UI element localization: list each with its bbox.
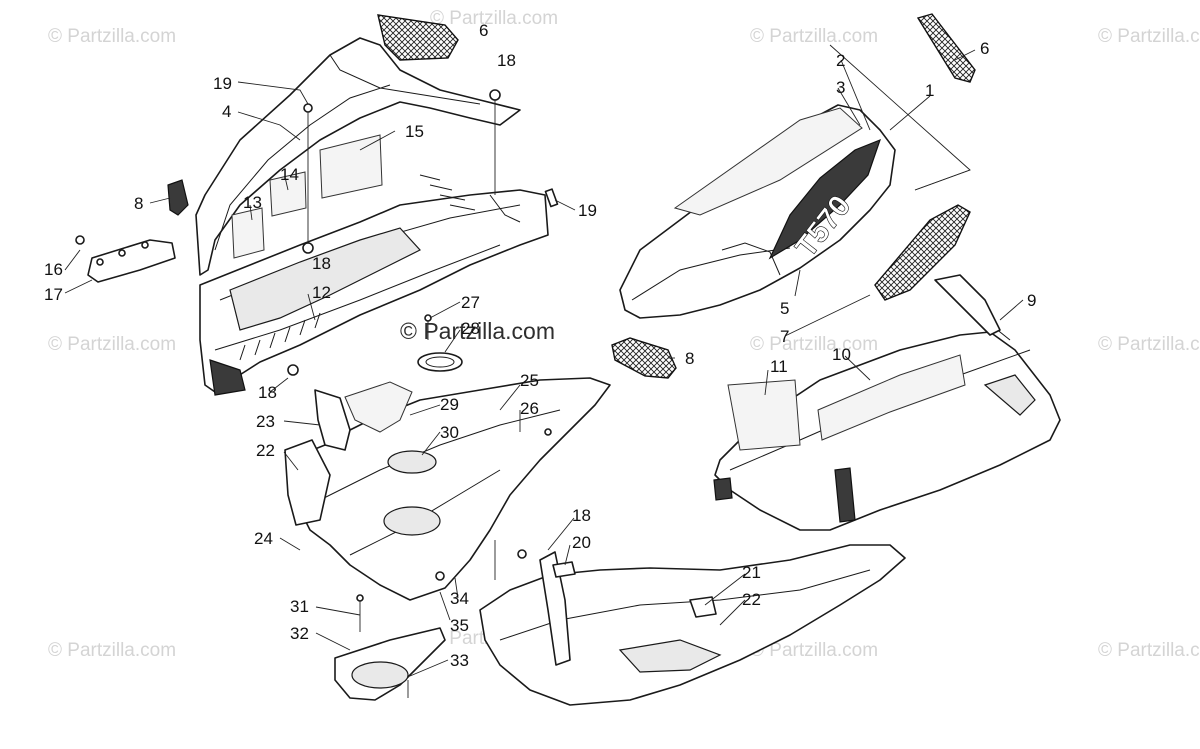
callout-34: 34 [450,589,469,608]
callout-13: 13 [243,193,262,212]
watermark: © Partzilla.com [750,640,879,661]
watermark: © Partzilla.com [430,8,559,29]
lower-cover-assembly [334,594,446,701]
hood-assembly: T570 [611,13,976,379]
front-bumper-assembly [479,544,906,706]
callout-18: 18 [258,383,277,402]
center-watermark: © Partzilla.com [400,318,555,344]
callout-19: 19 [578,201,597,220]
callout-28: 28 [461,319,480,338]
callout-25: 25 [520,371,539,390]
watermark: © Partzilla.com [750,26,879,47]
callout-19: 19 [213,74,232,93]
side-panel-assembly [713,274,1061,531]
callout-29: 29 [440,395,459,414]
callout-27: 27 [461,293,480,312]
callout-23: 23 [256,412,275,431]
callout-9: 9 [1027,291,1037,310]
callout-1: 1 [925,81,935,100]
callout-6: 6 [479,21,489,40]
nose-pan-assembly [75,14,559,396]
callout-2: 2 [836,51,846,70]
callout-17: 17 [44,285,63,304]
watermark: © Partzilla.com [48,26,177,47]
callout-16: 16 [44,260,63,279]
watermark: © Partzilla.com [1098,26,1200,47]
callout-24: 24 [254,529,273,548]
callout-22: 22 [256,441,275,460]
watermark: © Partzilla.com [48,334,177,355]
callout-3: 3 [836,78,846,97]
callout-10: 10 [832,345,851,364]
callout-35: 35 [450,616,469,635]
callout-22: 22 [742,590,761,609]
callout-5: 5 [780,299,790,318]
callout-21: 21 [742,563,761,582]
callout-7: 7 [780,327,790,346]
callout-30: 30 [440,423,459,442]
belly-pan-assembly [284,314,611,601]
callout-12: 12 [312,283,331,302]
watermark: © Partzilla.com [750,334,879,355]
callout-31: 31 [290,597,309,616]
callout-8: 8 [134,194,144,213]
callout-15: 15 [405,122,424,141]
leader-lines [64,49,1024,677]
callout-32: 32 [290,624,309,643]
callout-14: 14 [280,165,299,184]
callout-8: 8 [685,349,695,368]
callout-18: 18 [572,506,591,525]
callout-26: 26 [520,399,539,418]
watermark: © Partzilla.com [1098,334,1200,355]
callout-11: 11 [770,357,788,376]
callout-6: 6 [980,39,990,58]
callout-4: 4 [222,102,232,121]
watermark: © Partzilla.com [1098,640,1200,661]
callout-20: 20 [572,533,591,552]
watermark: © Partzilla.com [48,640,177,661]
callout-33: 33 [450,651,469,670]
callout-18: 18 [497,51,516,70]
callout-18: 18 [312,254,331,273]
